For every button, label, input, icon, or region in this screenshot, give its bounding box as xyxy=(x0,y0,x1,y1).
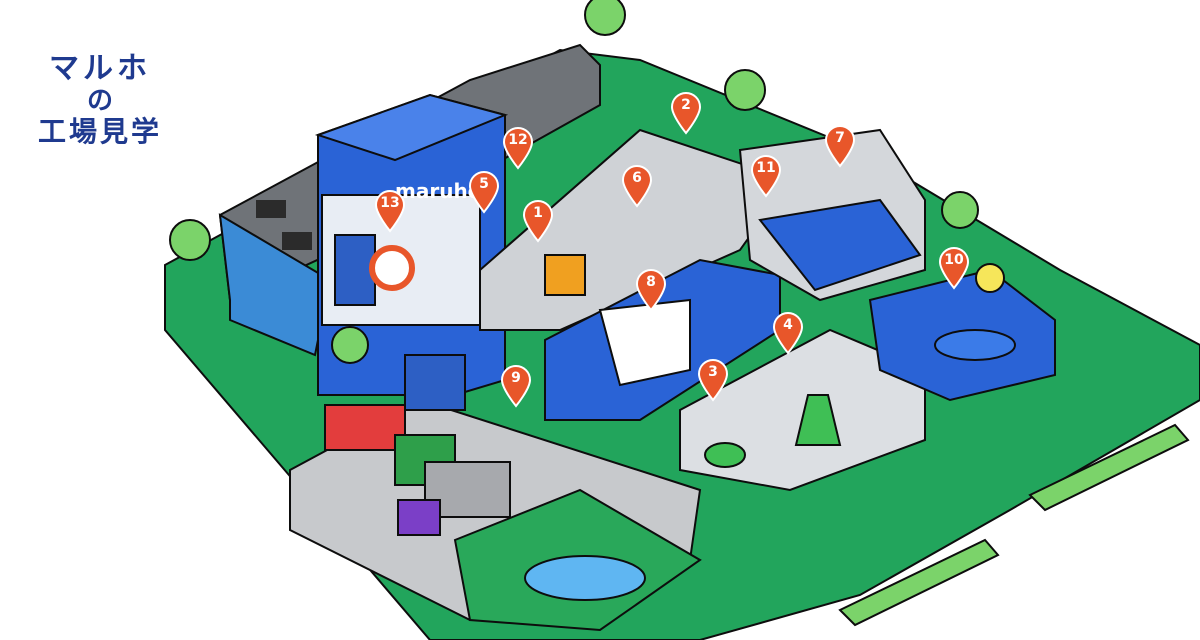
magnifier-icon xyxy=(369,245,415,291)
pin-12[interactable]: 12 xyxy=(501,126,535,170)
map-pin-icon xyxy=(502,127,534,170)
map-pin-icon xyxy=(938,247,970,290)
pin-6[interactable]: 6 xyxy=(620,164,654,208)
pin-1[interactable]: 1 xyxy=(521,199,555,243)
walkways xyxy=(838,423,1190,627)
map-pin-icon xyxy=(374,190,406,233)
pin-3[interactable]: 3 xyxy=(696,358,730,402)
pin-13[interactable]: 13 xyxy=(373,189,407,233)
map-pin-icon xyxy=(824,125,856,168)
map-pin-icon xyxy=(635,269,667,312)
pin-8[interactable]: 8 xyxy=(634,268,668,312)
pin-11[interactable]: 11 xyxy=(749,154,783,198)
production-floor xyxy=(479,128,792,421)
pond-park xyxy=(453,488,702,632)
pin-2[interactable]: 2 xyxy=(669,91,703,135)
quality-lab xyxy=(679,328,926,492)
map-pin-icon xyxy=(697,359,729,402)
lightbulb-icon xyxy=(975,263,1005,293)
trucks xyxy=(324,404,511,536)
title-line-2: の xyxy=(86,85,113,116)
title-line-1: マルホ xyxy=(49,51,151,86)
trees xyxy=(169,0,979,364)
maruho-sign: maruho xyxy=(395,179,481,203)
map-pin-icon xyxy=(522,200,554,243)
pin-9[interactable]: 9 xyxy=(499,364,533,408)
map-pin-icon xyxy=(468,171,500,214)
map-pin-icon xyxy=(750,155,782,198)
pin-7[interactable]: 7 xyxy=(823,124,857,168)
pin-4[interactable]: 4 xyxy=(771,311,805,355)
pin-5[interactable]: 5 xyxy=(467,170,501,214)
map-pin-icon xyxy=(500,365,532,408)
map-pin-icon xyxy=(621,165,653,208)
pin-10[interactable]: 10 xyxy=(937,246,971,290)
inspection-room xyxy=(738,128,926,302)
meeting-room xyxy=(868,263,1056,402)
title-line-3: 工場見学 xyxy=(37,115,162,149)
box-stack xyxy=(334,234,466,411)
map-pin-icon xyxy=(772,312,804,355)
map-pin-icon xyxy=(670,92,702,135)
site-title: マルホ の 工場見学 xyxy=(30,51,170,149)
